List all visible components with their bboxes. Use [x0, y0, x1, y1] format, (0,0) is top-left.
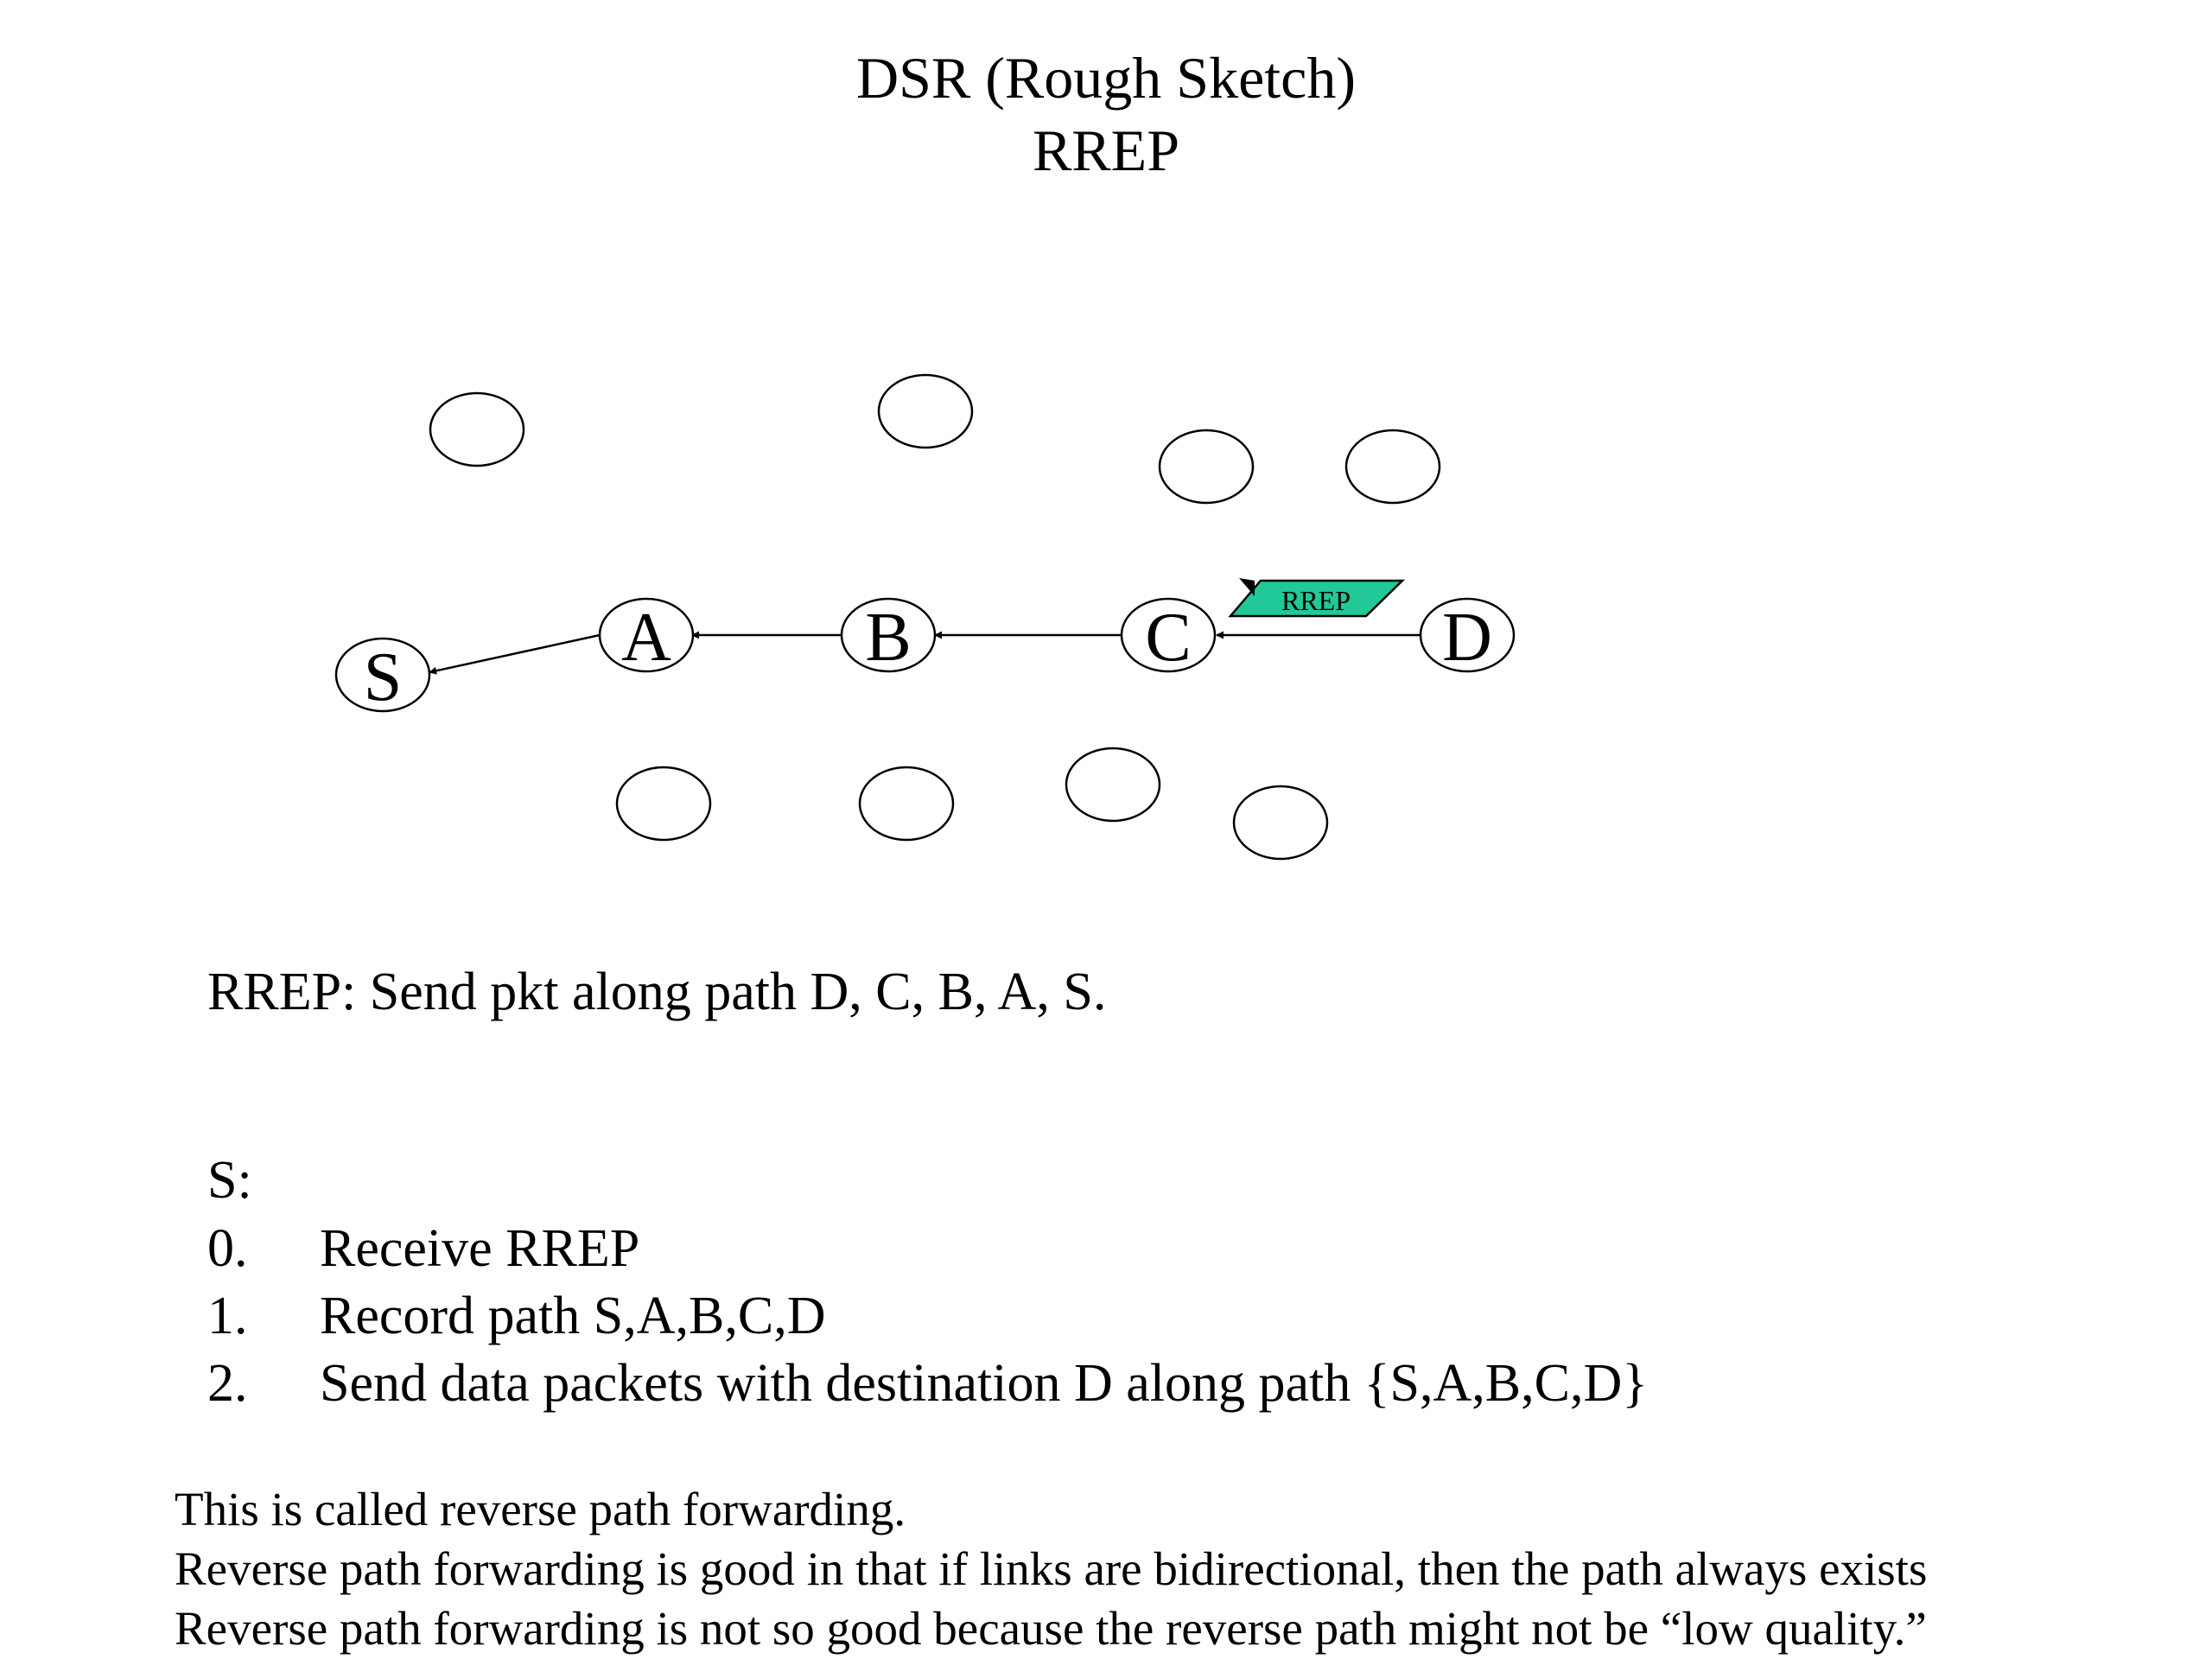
node-c: C: [1120, 597, 1217, 676]
network-node: [615, 766, 712, 842]
note-line: This is called reverse path forwarding.: [175, 1483, 906, 1535]
network-node: [1232, 785, 1329, 861]
rrep-packet-label: RREP: [1281, 585, 1351, 616]
network-node: [877, 373, 974, 449]
network-node: [858, 766, 955, 842]
network-node: [1065, 747, 1161, 823]
rrep-packet-shape: [1228, 579, 1406, 618]
slide-subtitle: RREP: [1032, 118, 1180, 183]
network-node: [1158, 429, 1255, 505]
network-node: [429, 391, 525, 467]
slide-title: DSR (Rough Sketch): [856, 45, 1356, 111]
step-text: Send data packets with destination D alo…: [320, 1354, 1648, 1413]
source-heading: S:: [207, 1151, 252, 1210]
node-b-label: B: [865, 600, 911, 676]
node-c-label: C: [1145, 600, 1191, 676]
route-arrows: [429, 631, 1421, 675]
step-text: Record path S,A,B,C,D: [320, 1287, 826, 1345]
node-b: B: [840, 597, 937, 676]
arrow-a-to-s: [429, 633, 601, 675]
step-text: Receive RREP: [320, 1219, 640, 1278]
idle-nodes: [429, 373, 1441, 861]
notes-block: This is called reverse path forwarding. …: [175, 1479, 1927, 1658]
step-item: 0. Receive RREP: [207, 1215, 1648, 1282]
network-node: [1344, 429, 1441, 505]
step-number: 0.: [207, 1219, 248, 1278]
step-item: 1. Record path S,A,B,C,D: [207, 1282, 1648, 1350]
node-d: D: [1419, 597, 1516, 676]
step-number: 1.: [207, 1287, 248, 1345]
node-s: S: [334, 637, 431, 715]
note-line: Reverse path forwarding is not so good b…: [175, 1602, 1927, 1655]
note-line: Reverse path forwarding is good in that …: [175, 1542, 1928, 1595]
rrep-direction-icon: [1239, 578, 1255, 596]
rrep-caption: RREP: Send pkt along path D, C, B, A, S.: [207, 963, 1107, 1021]
node-a: A: [598, 597, 695, 676]
step-item: 2. Send data packets with destination D a…: [207, 1350, 1648, 1417]
step-number: 2.: [207, 1354, 248, 1413]
source-steps-list: 0. Receive RREP 1. Record path S,A,B,C,D 2…: [207, 1215, 1648, 1417]
node-d-label: D: [1442, 600, 1492, 676]
rrep-packet: RREP: [1228, 578, 1406, 618]
node-a-label: A: [621, 600, 671, 676]
path-nodes: S A B C D: [334, 597, 1516, 715]
node-s-label: S: [364, 639, 403, 715]
